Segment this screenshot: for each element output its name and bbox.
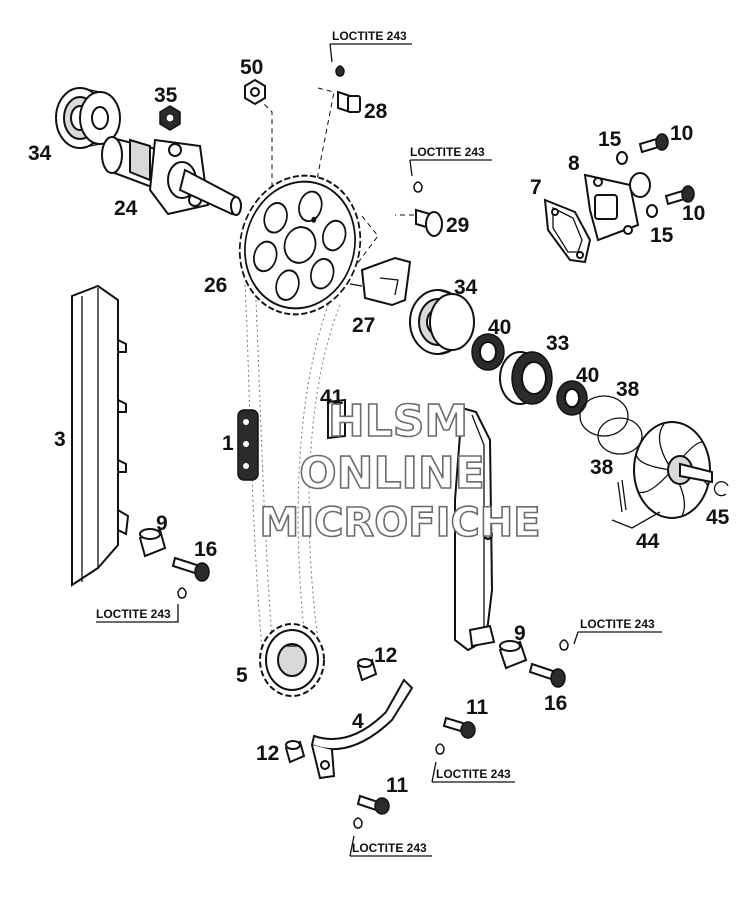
part-number-9-right: 9	[514, 622, 526, 645]
bushing-12-lower	[284, 740, 306, 764]
part-number-40-upper: 40	[488, 316, 511, 339]
part-number-38-lower: 38	[590, 456, 614, 479]
part-number-11-upper: 11	[466, 696, 489, 719]
part-number-1: 1	[222, 432, 234, 455]
link-41	[327, 398, 346, 440]
pin-9-left	[138, 528, 167, 558]
loctite-leaders	[96, 43, 662, 857]
bolt-10-lower	[664, 185, 695, 206]
gasket-7	[543, 198, 592, 264]
part-number-9-left: 9	[156, 512, 168, 535]
part-number-45: 45	[706, 506, 730, 529]
bolt-10-upper	[638, 133, 669, 154]
part-number-12-lower: 12	[256, 742, 279, 765]
part-number-24: 24	[114, 197, 138, 220]
circlip-45	[713, 480, 729, 497]
seal-40-lower	[556, 380, 588, 416]
camshaft-24	[101, 136, 242, 216]
part-number-29: 29	[446, 214, 469, 237]
watermark-line-3: MICROFICHE	[259, 500, 540, 546]
loctite-label-11-lower: LOCTITE 243	[352, 841, 427, 855]
bushing-12-upper	[356, 658, 378, 682]
watermark-line-2: ONLINE	[299, 448, 485, 499]
assembly-guide-lines	[257, 87, 414, 483]
loctite-label-16-right: LOCTITE 243	[580, 617, 655, 631]
guide-rail-3	[71, 284, 130, 587]
watermark-line-1: HLSM	[328, 396, 468, 447]
part-number-10-upper: 10	[670, 122, 693, 145]
loctite-label-29: LOCTITE 243	[410, 145, 485, 159]
nut-35	[159, 105, 181, 131]
part-number-15-upper: 15	[598, 128, 622, 151]
part-number-34-left: 34	[28, 142, 52, 165]
part-number-41: 41	[320, 386, 344, 409]
chain-guide-4	[310, 678, 414, 780]
part-number-38-upper: 38	[616, 378, 640, 401]
part-number-28: 28	[364, 100, 388, 123]
tensioner-rail-6	[454, 406, 496, 652]
bearing-34-left	[55, 87, 121, 149]
seal-40-upper	[471, 333, 505, 371]
part-number-40-lower: 40	[576, 364, 599, 387]
part-number-3: 3	[54, 428, 66, 451]
washer-15-lower	[646, 204, 658, 218]
part-number-6: 6	[482, 522, 494, 545]
cam-sensor-27	[349, 256, 412, 307]
sprocket-26	[238, 174, 362, 316]
part-number-50: 50	[240, 56, 263, 79]
part-number-8: 8	[568, 152, 580, 175]
part-number-44: 44	[636, 530, 660, 553]
o-ring-38-lower	[597, 417, 643, 455]
washer-15-upper	[616, 151, 628, 165]
bolt-16-right	[528, 639, 569, 688]
pin-9-right	[498, 640, 528, 670]
screw-29	[413, 181, 443, 237]
part-number-26: 26	[204, 274, 227, 297]
part-number-16-left: 16	[194, 538, 217, 561]
part-number-16-right: 16	[544, 692, 567, 715]
chain-link-1	[237, 409, 259, 481]
loctite-label-28: LOCTITE 243	[332, 29, 407, 43]
part-number-27: 27	[352, 314, 375, 337]
bolt-16-left	[171, 556, 210, 599]
part-number-10-lower: 10	[682, 202, 705, 225]
nut-50	[244, 78, 266, 106]
sprocket-5	[259, 623, 325, 697]
loctite-label-16-left: LOCTITE 243	[96, 607, 171, 621]
bearing-34-right	[409, 289, 475, 355]
part-number-5: 5	[236, 664, 248, 687]
spacer-33	[499, 351, 553, 405]
part-number-12-upper: 12	[374, 644, 397, 667]
part-number-7: 7	[530, 176, 542, 199]
bolt-28	[335, 65, 361, 114]
tensioner-8	[583, 172, 651, 242]
part-number-15-lower: 15	[650, 224, 674, 247]
part-number-33: 33	[546, 332, 569, 355]
part-number-4: 4	[352, 710, 364, 733]
impeller-44	[617, 421, 713, 519]
part-number-11-lower: 11	[386, 774, 409, 797]
part-number-34-right: 34	[454, 276, 478, 299]
bolt-11-upper	[435, 716, 476, 755]
o-ring-38-upper	[579, 395, 629, 437]
bolt-11-lower	[353, 794, 390, 829]
part-number-35: 35	[154, 84, 178, 107]
loctite-label-11-upper: LOCTITE 243	[436, 767, 511, 781]
